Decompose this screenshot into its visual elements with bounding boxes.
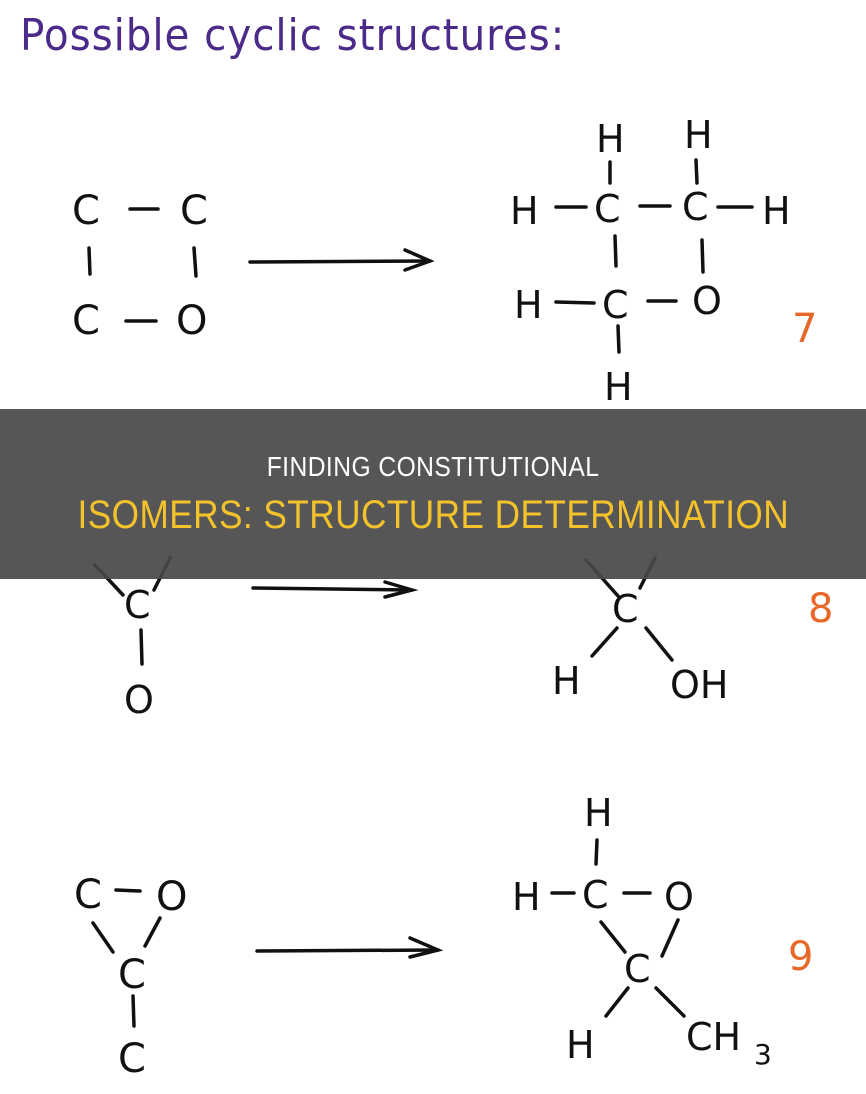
svg-text:C: C (612, 587, 639, 631)
svg-text:OH: OH (670, 663, 728, 707)
svg-text:H: H (762, 189, 791, 233)
svg-text:H: H (514, 283, 543, 327)
svg-text:H: H (552, 659, 581, 703)
structure-9-full: H H C O C H CH 3 9 (512, 791, 813, 1071)
structure-8-skeleton: C O (93, 556, 172, 722)
svg-text:C: C (72, 188, 100, 234)
page-heading: Possible cyclic structures: (20, 10, 566, 61)
svg-text:O: O (176, 298, 207, 344)
title-banner: FINDING CONSTITUTIONAL ISOMERS: STRUCTUR… (0, 409, 866, 579)
svg-text:C: C (582, 873, 609, 917)
svg-text:C: C (594, 187, 621, 231)
svg-text:3: 3 (754, 1038, 772, 1071)
svg-text:H: H (512, 875, 541, 919)
svg-text:C: C (602, 283, 629, 327)
svg-text:C: C (124, 583, 151, 627)
banner-title-line1: FINDING CONSTITUTIONAL (266, 450, 600, 482)
svg-text:H: H (684, 113, 713, 157)
banner-title-line2: ISOMERS: STRUCTURE DETERMINATION (77, 492, 789, 537)
structure-8-full: C H OH 8 (552, 556, 833, 707)
svg-text:CH: CH (686, 1015, 741, 1059)
structure-9-skeleton: C O C C (74, 872, 187, 1082)
arrow-icon (251, 580, 419, 599)
arrow-icon (255, 936, 444, 959)
svg-text:H: H (596, 117, 625, 161)
svg-text:O: O (124, 678, 154, 722)
structure-number: 7 (792, 306, 817, 352)
svg-text:O: O (692, 279, 722, 323)
svg-text:H: H (604, 365, 633, 409)
svg-text:O: O (156, 874, 187, 920)
structure-number: 8 (808, 586, 833, 632)
svg-text:C: C (180, 188, 208, 234)
svg-text:H: H (510, 189, 539, 233)
structure-number: 9 (788, 934, 813, 980)
structure-7-full: H H H C C H H C O H 7 (510, 113, 817, 409)
arrow-icon (248, 248, 435, 272)
svg-text:C: C (118, 952, 146, 998)
svg-text:O: O (664, 875, 694, 919)
svg-text:C: C (74, 872, 102, 918)
svg-text:C: C (624, 947, 651, 991)
structure-7-skeleton: C C C O (72, 188, 208, 344)
svg-text:C: C (72, 298, 100, 344)
svg-text:C: C (682, 185, 709, 229)
svg-text:C: C (118, 1036, 146, 1082)
svg-text:H: H (566, 1023, 595, 1067)
svg-text:H: H (584, 791, 613, 835)
